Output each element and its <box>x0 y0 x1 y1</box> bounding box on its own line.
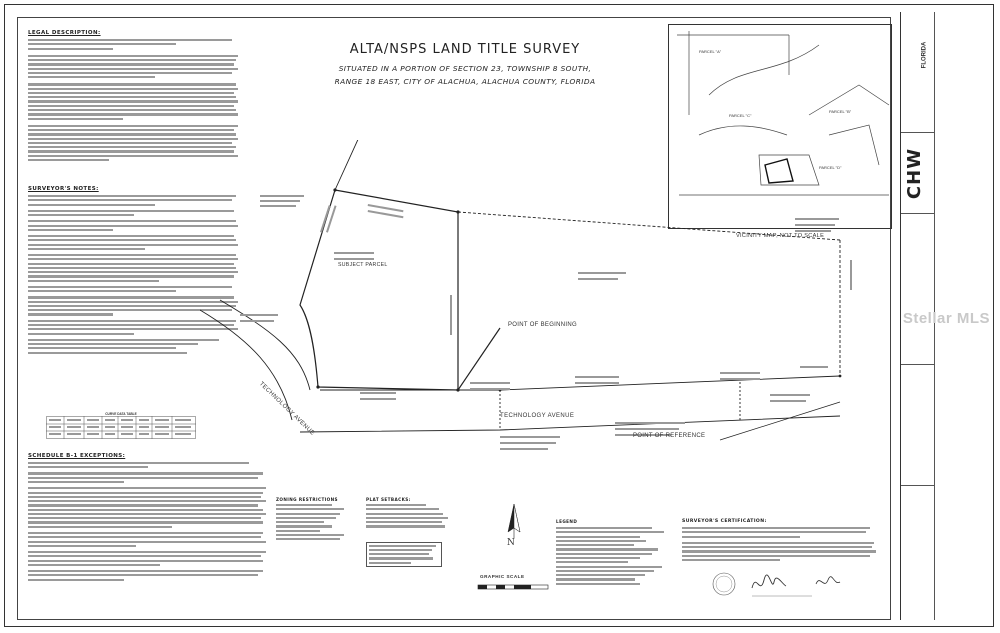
vicinity-parcel-d: PARCEL "D" <box>819 165 842 170</box>
curve-table-heading: CURVE DATA TABLE <box>105 412 137 416</box>
point-of-beginning-label: POINT OF BEGINNING <box>508 322 577 328</box>
pob-tie-line <box>457 327 501 391</box>
curve-table-grid <box>46 416 196 440</box>
curve-data-table: CURVE DATA TABLE <box>46 412 196 442</box>
subject-parcel-label: SUBJECT PARCEL <box>338 262 388 268</box>
schedule-b-heading: SCHEDULE B-1 EXCEPTIONS: <box>28 453 126 459</box>
zoning-heading: ZONING RESTRICTIONS <box>276 497 338 502</box>
drawing-frame <box>17 17 891 620</box>
survey-title: ALTA/NSPS LAND TITLE SURVEY <box>349 42 581 57</box>
legal-description-text <box>28 39 240 162</box>
subtitle-line-1: SITUATED IN A PORTION OF SECTION 23, TOW… <box>338 64 592 73</box>
survey-sheet <box>4 4 994 627</box>
logo-box: CHW <box>901 133 935 214</box>
surveyors-notes-block: SURVEYOR'S NOTES: <box>28 186 240 356</box>
legal-description-block: LEGAL DESCRIPTION: <box>28 30 240 163</box>
graphic-scale-label: GRAPHIC SCALE <box>480 574 525 579</box>
title-block-mid <box>901 214 935 365</box>
subject-parcel-boundary <box>299 189 459 391</box>
vicinity-map: PARCEL "A" PARCEL "B" PARCEL "C" PARCEL … <box>668 24 892 229</box>
surveyors-notes-heading: SURVEYOR'S NOTES: <box>28 186 99 192</box>
plat-setbacks-block: PLAT SETBACKS: <box>366 497 452 567</box>
zoning-block: ZONING RESTRICTIONS <box>276 497 356 543</box>
title-block-top: FLORIDA <box>901 12 935 133</box>
certification-block: SURVEYOR'S CERTIFICATION: <box>682 519 878 563</box>
legal-description-heading: LEGAL DESCRIPTION: <box>28 30 101 36</box>
vicinity-parcel-b: PARCEL "B" <box>829 109 852 114</box>
signature-seal <box>712 572 841 597</box>
title-block-bottom <box>901 486 935 624</box>
parcel-line-north <box>334 140 359 191</box>
road-label-lower: TECHNOLOGY AVENUE <box>500 413 575 419</box>
schedule-b-block: SCHEDULE B-1 EXCEPTIONS: <box>28 453 268 583</box>
legend-heading: LEGEND <box>556 519 578 524</box>
notes-box <box>366 541 442 567</box>
legend-block: LEGEND <box>556 519 676 587</box>
subtitle-line-2: RANGE 18 EAST, CITY OF ALACHUA, ALACHUA … <box>334 77 596 86</box>
north-label: N <box>507 538 515 548</box>
title-block: FLORIDA CHW <box>900 12 935 620</box>
vicinity-parcel-a: PARCEL "A" <box>699 49 722 54</box>
company-logo: CHW <box>904 147 926 200</box>
mls-watermark: Stellar MLS <box>902 310 990 327</box>
schedule-b-text <box>28 462 268 581</box>
technology-ave-south-edge <box>299 415 841 433</box>
title-block-outer-strip <box>934 12 955 620</box>
vicinity-map-drawing <box>677 31 890 196</box>
title-block-state: FLORIDA <box>921 41 928 69</box>
parcel-line-east <box>457 211 841 241</box>
por-tie-line <box>719 401 841 441</box>
graphic-scale-bar <box>477 584 549 590</box>
survey-drawing <box>200 140 852 450</box>
vicinity-parcel-c: PARCEL "C" <box>729 113 752 118</box>
point-of-reference-label: POINT OF REFERENCE <box>633 433 706 439</box>
surveyors-notes-text <box>28 195 240 354</box>
plat-setbacks-heading: PLAT SETBACKS: <box>366 497 411 502</box>
road-lower-edge <box>200 309 293 421</box>
survey-subtitle: SITUATED IN A PORTION OF SECTION 23, TOW… <box>270 62 660 88</box>
certification-heading: SURVEYOR'S CERTIFICATION: <box>682 519 767 524</box>
title-block-revisions <box>901 365 935 486</box>
north-arrow-icon <box>507 503 521 538</box>
road-upper-edge <box>219 299 311 391</box>
